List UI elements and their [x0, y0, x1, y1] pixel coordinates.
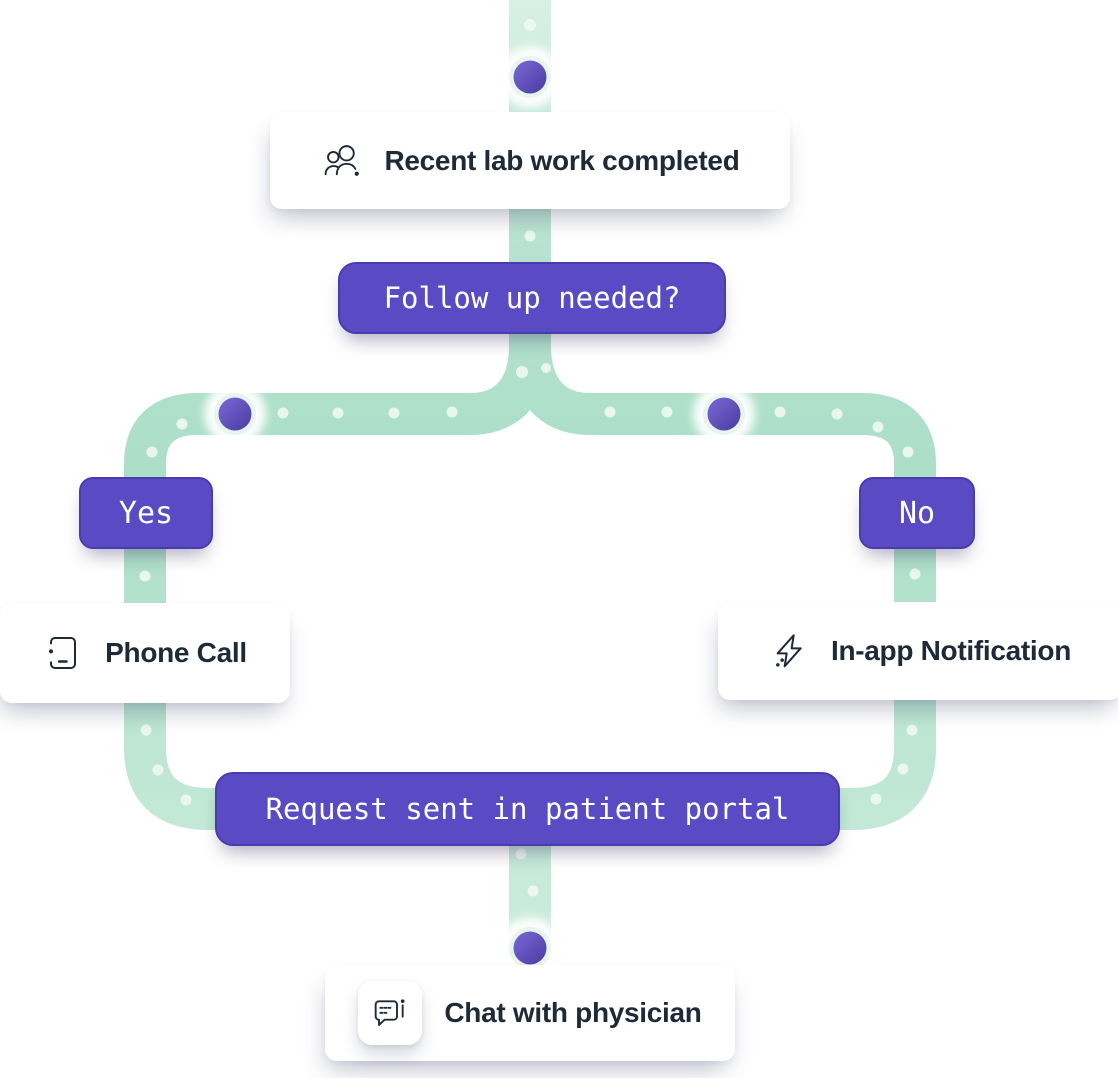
path-decision-to-no	[509, 322, 936, 488]
node-chat-with-physician-card[interactable]: Chat with physician	[325, 965, 735, 1061]
people-icon	[320, 140, 360, 182]
path-phone-to-portal	[124, 694, 228, 830]
branch-yes-button[interactable]: Yes	[79, 477, 213, 549]
chat-icon-chip	[358, 981, 423, 1045]
milestone-dot-start	[499, 46, 561, 108]
milestone-dot-yes-branch	[204, 383, 266, 445]
node-label: Phone Call	[105, 637, 247, 668]
node-portal-request-status[interactable]: Request sent in patient portal	[215, 772, 840, 846]
node-recent-lab-card[interactable]: Recent lab work completed	[270, 112, 790, 209]
node-follow-up-decision[interactable]: Follow up needed?	[338, 262, 726, 334]
decision-label: Follow up needed?	[383, 281, 681, 315]
branch-no-button[interactable]: No	[859, 477, 975, 549]
node-phone-call-card[interactable]: Phone Call	[0, 603, 290, 703]
path-decision-to-yes	[124, 322, 551, 488]
milestone-dot-no-branch	[693, 383, 755, 445]
path-inapp-to-portal	[832, 692, 936, 830]
branch-no-label: No	[898, 495, 936, 531]
path-dots	[139, 19, 921, 897]
branch-yes-label: Yes	[118, 495, 174, 531]
flash-icon	[769, 631, 809, 671]
flow-milestone-dots	[204, 46, 755, 979]
node-in-app-notification-card[interactable]: In-app Notification	[718, 602, 1118, 700]
node-label: Chat with physician	[444, 997, 702, 1028]
milestone-dot-chat	[499, 917, 561, 979]
chat-icon	[370, 999, 405, 1033]
node-label: Recent lab work completed	[384, 144, 740, 176]
status-label: Request sent in patient portal	[265, 792, 790, 826]
node-label: In-app Notification	[830, 635, 1072, 666]
phone-icon	[49, 633, 83, 673]
